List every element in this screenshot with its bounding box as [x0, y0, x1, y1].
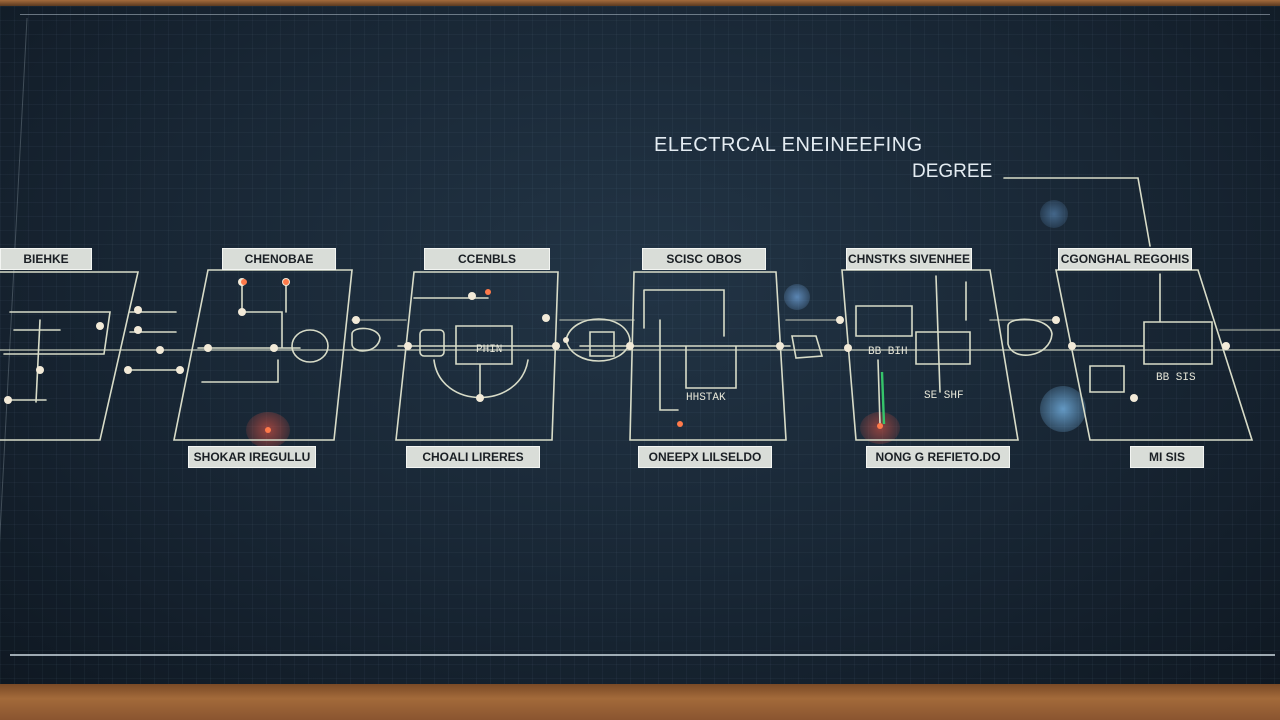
connector-component-1 [351, 327, 381, 352]
block-1-component [291, 329, 329, 363]
node [476, 394, 484, 402]
blackboard-panel [0, 6, 1280, 684]
block-1-top-label: CHENOBAE [222, 248, 336, 270]
connector-component-2 [565, 318, 631, 362]
node [468, 292, 476, 300]
chip-label: BB SIS [1156, 372, 1196, 384]
block-0-trace-2 [7, 319, 61, 403]
block-2-component [419, 329, 445, 357]
left-connectors [125, 311, 181, 371]
node [844, 344, 852, 352]
connector-component-5 [1007, 318, 1053, 356]
node [1130, 394, 1138, 402]
node [36, 366, 44, 374]
node [542, 314, 550, 322]
block-0-top-label: BIEHKE [0, 248, 92, 270]
chip-label: BB BIH [868, 346, 908, 358]
node [776, 342, 784, 350]
node [270, 344, 278, 352]
connector-component-4 [791, 335, 824, 359]
node [4, 396, 12, 404]
node [1052, 316, 1060, 324]
block-0-frame [0, 271, 140, 441]
block-2-top-label: CCENBLS [424, 248, 550, 270]
chip-label: HHSTAK [686, 392, 726, 404]
connector-component-3 [589, 331, 615, 357]
block-3-frame [629, 271, 787, 441]
node-glow [485, 289, 491, 295]
chip-label: PHIN [476, 344, 502, 356]
panel-border-top [20, 14, 1270, 15]
node [134, 326, 142, 334]
node [563, 337, 569, 343]
node [156, 346, 164, 354]
block-3-bottom-label: ONEEPX LILSELDO [638, 446, 772, 468]
node [204, 344, 212, 352]
block-4-top-label: CHNSTKS SIVENHEE [846, 248, 972, 270]
node [352, 316, 360, 324]
node-glow [241, 279, 247, 285]
node [1222, 342, 1230, 350]
panel-border-bottom [10, 654, 1275, 656]
wood-frame-top [0, 0, 1280, 6]
upper-connectors [351, 319, 1280, 331]
block-1-bottom-label: SHOKAR IREGULLU [188, 446, 316, 468]
block-5-trace [1073, 273, 1213, 393]
block-0-trace [3, 311, 111, 355]
diagram-subtitle: DEGREE [912, 161, 993, 182]
block-5-top-label: CGONGHAL REGOHIS [1058, 248, 1192, 270]
block-1-frame [173, 269, 353, 441]
green-accent-trace [880, 371, 886, 425]
chip-label: SE SHF [924, 390, 964, 402]
node [124, 366, 132, 374]
block-4-frame [841, 269, 1019, 441]
node [176, 366, 184, 374]
title-leader-line [1003, 177, 1151, 247]
node-glow [283, 279, 289, 285]
node [1068, 342, 1076, 350]
node-glow [677, 421, 683, 427]
block-5-bottom-label: MI SIS [1130, 446, 1204, 468]
node [626, 342, 634, 350]
node [836, 316, 844, 324]
block-1-trace [197, 281, 301, 383]
block-3-trace [579, 289, 791, 411]
node-glow [265, 427, 271, 433]
node [404, 342, 412, 350]
node [238, 308, 246, 316]
block-2-bottom-label: CHOALI LIRERES [406, 446, 540, 468]
block-5-frame [1055, 269, 1254, 441]
diagram-title: ELECTRCAL ENEINEEFING [654, 134, 923, 156]
block-2-frame [395, 271, 559, 441]
node [552, 342, 560, 350]
block-4-bottom-label: NONG G REFIETO.DO [866, 446, 1010, 468]
node [96, 322, 104, 330]
node-glow [877, 423, 883, 429]
block-4-trace [855, 275, 971, 425]
node [134, 306, 142, 314]
wood-frame-bottom [0, 684, 1280, 720]
block-3-top-label: SCISC OBOS [642, 248, 766, 270]
